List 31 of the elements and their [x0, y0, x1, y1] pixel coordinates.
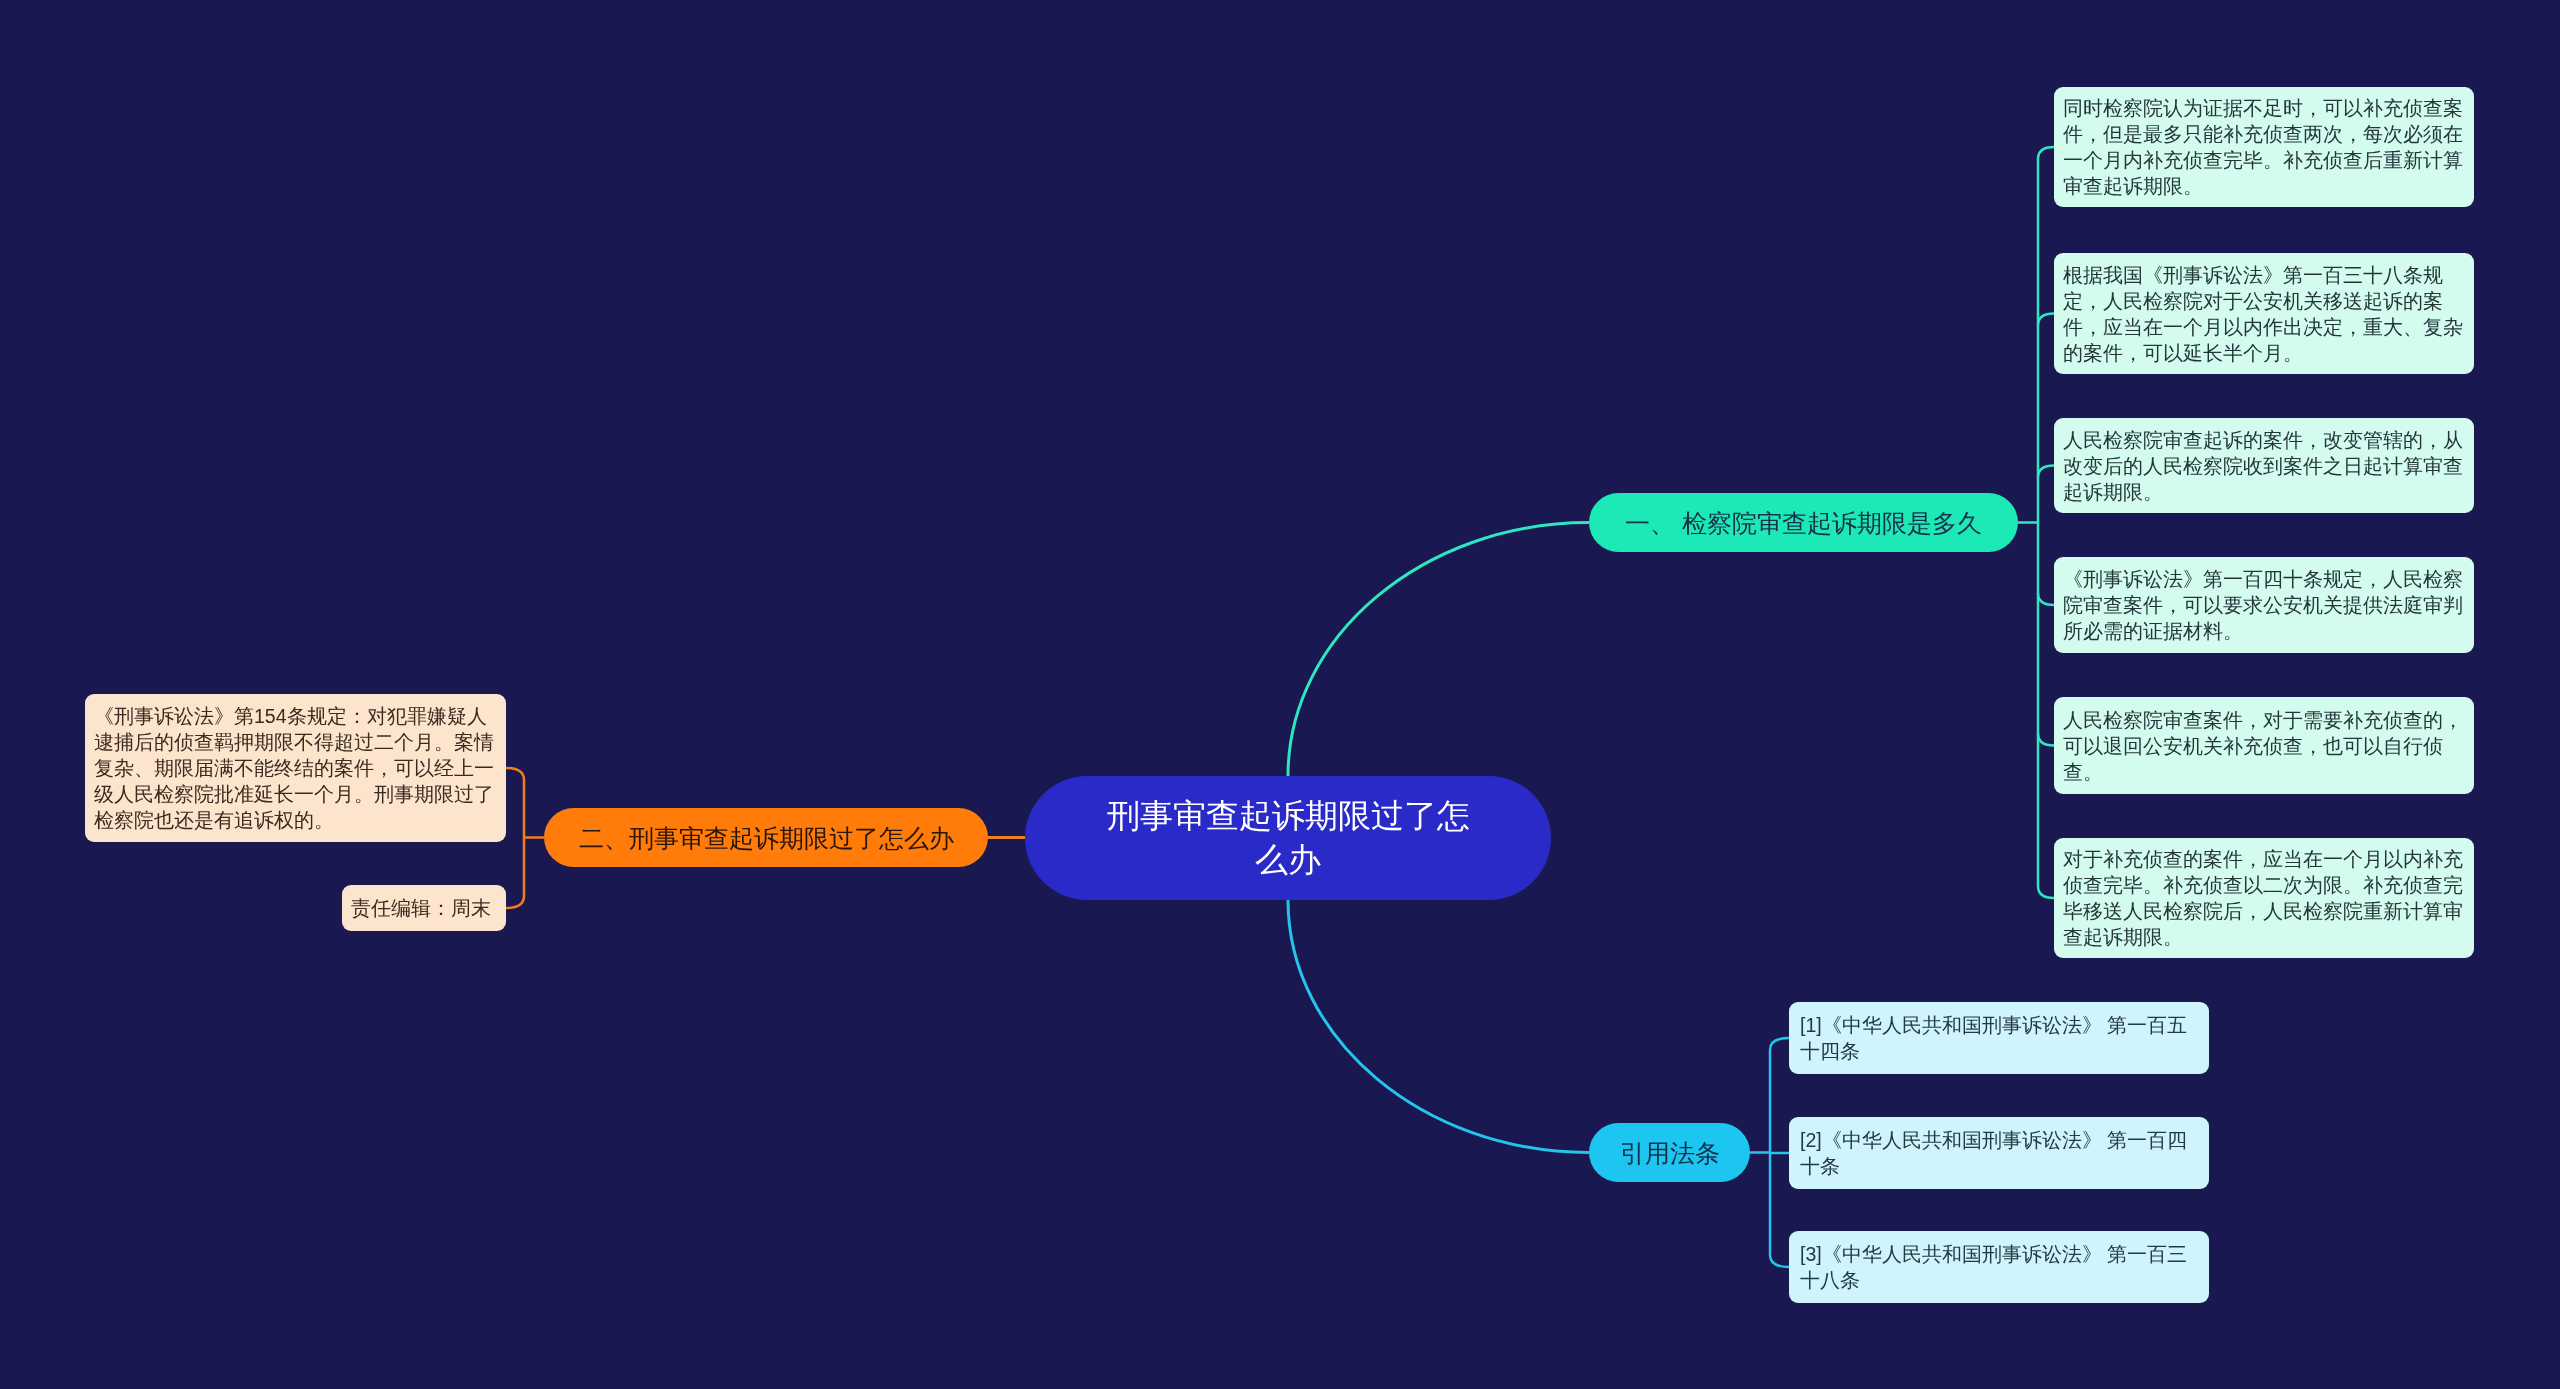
connector-line [1770, 1151, 1789, 1155]
connector-line [2036, 145, 2055, 160]
note-box: 《刑事诉讼法》第154条规定：对犯罪嫌疑人逮捕后的侦查羁押期限不得超过二个月。案情复杂、期限届满不能终结的案件，可以经上一级人民检察院批准延长一个月。刑事期限过了检察院也还是有追诉权的。 [85, 694, 506, 842]
connector-line [1748, 1048, 1772, 1257]
connector-line [2036, 464, 2055, 478]
connector-line [2016, 157, 2040, 888]
note-box: 同时检察院认为证据不足时，可以补充侦查案件，但是最多只能补充侦查两次，每次必须在一个月内补充侦查完毕。补充侦查后重新计算审查起诉期限。 [2054, 87, 2474, 207]
citation-box: [2]《中华人民共和国刑事诉讼法》 第一百四十条 [1789, 1117, 2209, 1189]
central-topic-pill: 刑事审查起诉期限过了怎么办 [1025, 776, 1551, 900]
note-box: 《刑事诉讼法》第一百四十条规定，人民检察院审查案件，可以要求公安机关提供法庭审判所必需的证据材料。 [2054, 557, 2474, 653]
note-box: 人民检察院审查案件，对于需要补充侦查的，可以退回公安机关补充侦查，也可以自行侦查。 [2054, 697, 2474, 794]
note-box: 人民检察院审查起诉的案件，改变管辖的，从改变后的人民检察院收到案件之日起计算审查起诉期限。 [2054, 418, 2474, 513]
citation-box: [1]《中华人民共和国刑事诉讼法》 第一百五十四条 [1789, 1002, 2209, 1074]
connector-line [2036, 733, 2055, 747]
connector-line [2036, 312, 2055, 326]
connector-line [522, 778, 546, 898]
note-box: 对于补充侦查的案件，应当在一个月以内补充侦查完毕。补充侦查以二次为限。补充侦查完毕移送人民检察院后，人民检察院重新计算审查起诉期限。 [2054, 838, 2474, 958]
connector-line [1768, 1254, 1790, 1269]
subtopic-pill: 一、 检察院审查起诉期限是多久 [1589, 493, 2018, 552]
note-box: 责任编辑：周末 [342, 885, 506, 931]
subtopic-pill: 引用法条 [1589, 1123, 1750, 1182]
connector-line [988, 836, 1025, 839]
subtopic-pill: 二、刑事审查起诉期限过了怎么办 [544, 808, 988, 867]
connector-line [505, 895, 526, 910]
connector-line [2036, 885, 2055, 900]
note-box: 根据我国《刑事诉讼法》第一百三十八条规定，人民检察院对于公安机关移送起诉的案件，应当在一个月以内作出决定，重大、复杂的案件，可以延长半个月。 [2054, 253, 2474, 374]
connector-line [505, 766, 526, 781]
citation-box: [3]《中华人民共和国刑事诉讼法》 第一百三十八条 [1789, 1231, 2209, 1303]
connector-line [1768, 1036, 1790, 1051]
connector-line [1286, 521, 1590, 777]
connector-line [1286, 899, 1590, 1154]
